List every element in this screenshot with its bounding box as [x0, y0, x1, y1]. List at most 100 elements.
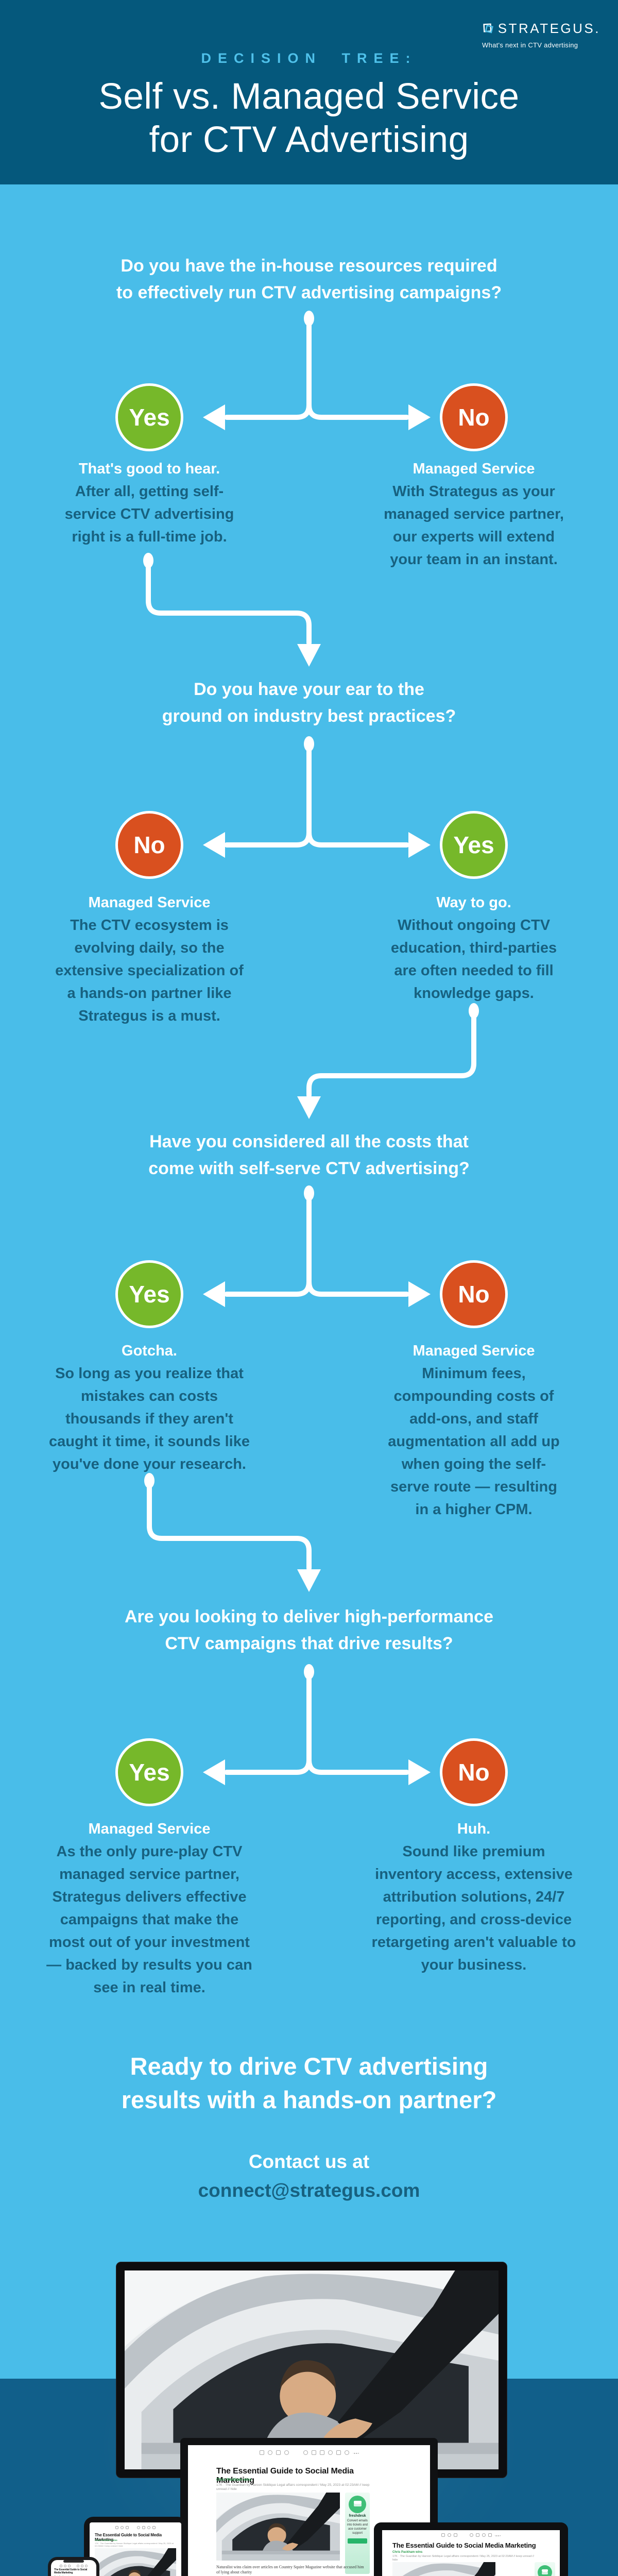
choice-yes-row3: Yes	[115, 1260, 183, 1328]
choice-label: Yes	[129, 404, 170, 431]
question-3: Have you considered all the costs that c…	[52, 1128, 566, 1182]
answer-lead: Huh.	[457, 1821, 491, 1837]
answer-lead: Managed Service	[88, 1821, 211, 1837]
question-3-line1: Have you considered all the costs that	[149, 1132, 469, 1151]
question-4-line2: CTV campaigns that drive results?	[165, 1634, 453, 1653]
question-4: Are you looking to deliver high-performa…	[52, 1603, 566, 1657]
question-4-line1: Are you looking to deliver high-performa…	[125, 1607, 493, 1626]
question-2-line1: Do you have your ear to the	[194, 680, 424, 699]
toolbar-icons	[90, 2522, 181, 2529]
tablet-device: The Essential Guide to Social Media Mark…	[84, 2517, 187, 2576]
article-headline: The Essential Guide to Social Media Mark…	[95, 2533, 162, 2542]
ad-copy: Convert emails into tickets and ace cust…	[347, 2519, 368, 2535]
choice-no-row4: No	[440, 1738, 508, 1806]
answer-body: As the only pure-play CTV managed servic…	[46, 1843, 252, 1996]
freshdesk-ad[interactable]: freshdesk Convert emails into tickets an…	[345, 2493, 370, 2574]
freshdesk-ad[interactable]: freshdesk Convert emails into tickets an…	[535, 2562, 555, 2576]
answer-body: So long as you realize that mistakes can…	[49, 1365, 250, 1472]
choice-label: No	[458, 1281, 490, 1308]
contact-label: Contact us at	[248, 2151, 370, 2172]
toolbar-icons	[188, 2445, 430, 2455]
question-2: Do you have your ear to the ground on in…	[52, 676, 566, 730]
choice-no-row3: No	[440, 1260, 508, 1328]
phone-screen: The Essential Guide to Social Media Mark…	[51, 2560, 96, 2576]
laptop-screen: The Essential Guide to Social Media Mark…	[382, 2530, 560, 2576]
answer-lead: Gotcha.	[122, 1343, 177, 1359]
answer-lead: Managed Service	[413, 461, 535, 477]
choice-label: No	[133, 832, 165, 858]
article-headline: The Essential Guide to Social Media Mark…	[54, 2568, 88, 2574]
phone-speaker	[63, 2560, 84, 2563]
eyebrow-decision-tree: DECISION TREE:	[201, 50, 417, 66]
answer-row3-left: Gotcha. So long as you realize that mist…	[46, 1340, 252, 1476]
phone-device: The Essential Guide to Social Media Mark…	[48, 2557, 99, 2576]
title-line-2: for CTV Advertising	[149, 120, 469, 160]
cta-line2: results with a hands-on partner?	[121, 2086, 497, 2113]
answer-row2-right: Way to go. Without ongoing CTV education…	[386, 891, 561, 1005]
ad-brand: freshdesk	[349, 2514, 366, 2518]
answer-body: Without ongoing CTV education, third-par…	[390, 917, 557, 1002]
toolbar-icons	[382, 2530, 560, 2537]
article-byline[interactable]: Chris Packham wins	[95, 2539, 117, 2541]
question-1-line2: to effectively run CTV advertising campa…	[116, 283, 502, 302]
article-subhead: Naturalist wins claim over articles on C…	[216, 2565, 364, 2574]
article-byline[interactable]: Chris Packham wins	[216, 2478, 252, 2482]
question-3-line2: come with self-serve CTV advertising?	[148, 1159, 470, 1178]
question-1-line1: Do you have the in-house resources requi…	[121, 256, 497, 276]
article-headline: The Essential Guide to Social Media Mark…	[216, 2467, 354, 2485]
choice-yes-row2: Yes	[440, 811, 508, 879]
answer-row2-left: Managed Service The CTV ecosystem is evo…	[52, 891, 247, 1027]
article-photo	[216, 2493, 340, 2561]
tablet-screen: The Essential Guide to Social Media Mark…	[90, 2522, 181, 2576]
choice-label: Yes	[129, 1759, 170, 1786]
answer-lead: That's good to hear.	[78, 461, 220, 477]
answer-row4-left: Managed Service As the only pure-play CT…	[46, 1818, 252, 1999]
answer-body: The CTV ecosystem is evolving daily, so …	[55, 917, 244, 1024]
page-title: Self vs. Managed Service for CTV Adverti…	[0, 75, 618, 162]
answer-row3-right: Managed Service Minimum fees, compoundin…	[386, 1340, 561, 1521]
toolbar-icons	[51, 2560, 96, 2568]
choice-label: No	[458, 404, 490, 431]
ad-illustration	[349, 2496, 366, 2513]
choice-no-row2: No	[115, 811, 183, 879]
question-1: Do you have the in-house resources requi…	[52, 252, 566, 306]
article-headline: The Essential Guide to Social Media Mark…	[392, 2541, 536, 2549]
choice-label: No	[458, 1759, 490, 1786]
article-meta: 17K · The Guardian by Haroon Siddique Le…	[216, 2483, 370, 2491]
answer-row4-right: Huh. Sound like premium inventory access…	[371, 1818, 577, 1976]
contact-block: Contact us at connect@strategus.com	[52, 2147, 566, 2205]
answer-lead: Managed Service	[413, 1343, 535, 1359]
answer-body: Minimum fees, compounding costs of add-o…	[388, 1365, 560, 1518]
cta-line1: Ready to drive CTV advertising	[130, 2053, 488, 2080]
strategus-logo-tagline: What's next in CTV advertising	[482, 41, 578, 49]
strategus-logo: STRATEGUS. What's next in CTV advertisin…	[482, 17, 600, 49]
answer-body: With Strategus as your managed service p…	[384, 483, 564, 568]
answer-lead: Way to go.	[436, 894, 511, 911]
article-meta: 17K · The Guardian by Haroon Siddique Le…	[392, 2555, 534, 2562]
ad-signup-button[interactable]	[348, 2538, 367, 2544]
strategus-logo-icon	[483, 23, 493, 33]
article-photo	[95, 2548, 176, 2576]
answer-row1-left: That's good to hear. After all, getting …	[62, 457, 237, 548]
title-line-1: Self vs. Managed Service	[98, 76, 520, 117]
article-meta: 17K · The Guardian by Haroon Siddique Le…	[95, 2542, 174, 2547]
header-band	[0, 0, 618, 184]
choice-yes-row4: Yes	[115, 1738, 183, 1806]
choice-yes-row1: Yes	[115, 383, 183, 451]
answer-lead: Managed Service	[88, 894, 211, 911]
contact-email[interactable]: connect@strategus.com	[198, 2180, 420, 2201]
choice-no-row1: No	[440, 383, 508, 451]
article-byline[interactable]: Chris Packham wins	[392, 2551, 423, 2554]
strategus-logo-name: STRATEGUS.	[497, 20, 600, 36]
answer-body: Sound like premium inventory access, ext…	[371, 1843, 576, 1973]
answer-body: After all, getting self-service CTV adve…	[64, 483, 234, 545]
ad-illustration	[538, 2565, 552, 2576]
cta-heading: Ready to drive CTV advertising results w…	[26, 2049, 592, 2116]
question-2-line2: ground on industry best practices?	[162, 706, 456, 726]
answer-row1-right: Managed Service With Strategus as your m…	[384, 457, 564, 571]
laptop-device: The Essential Guide to Social Media Mark…	[374, 2522, 568, 2576]
choice-label: Yes	[453, 832, 494, 858]
choice-label: Yes	[129, 1281, 170, 1308]
desktop-monitor: The Essential Guide to Social Media Mark…	[180, 2438, 438, 2576]
